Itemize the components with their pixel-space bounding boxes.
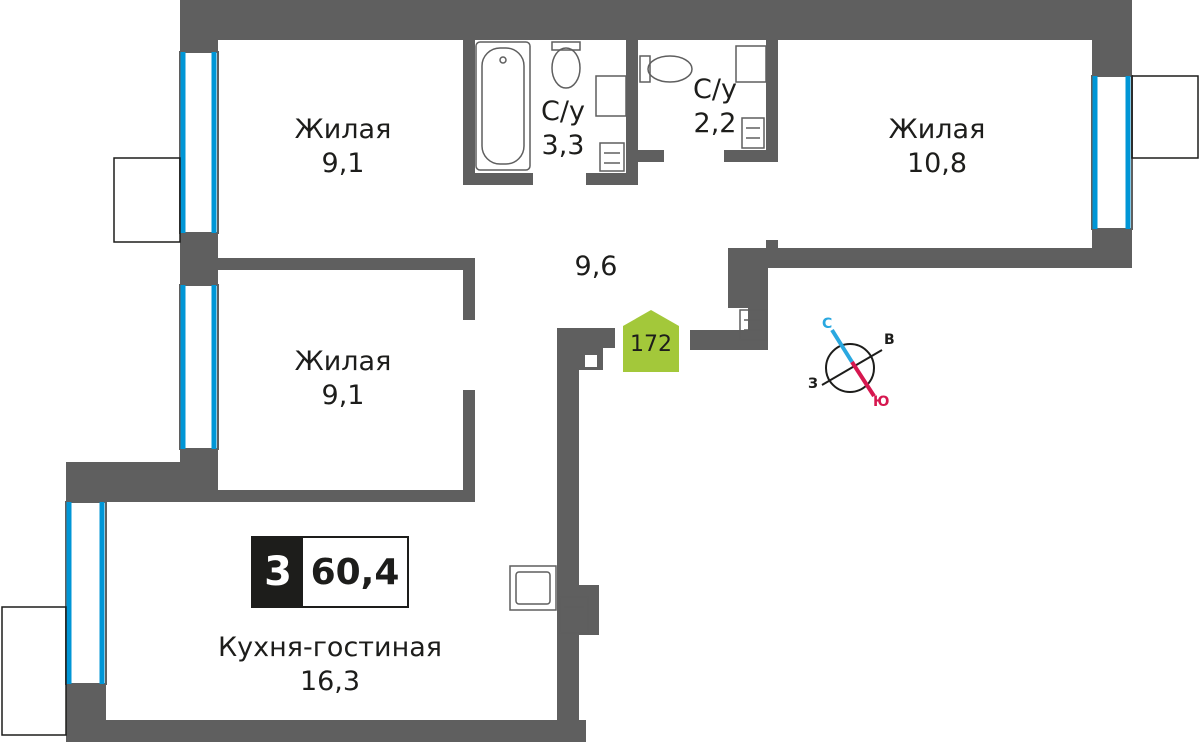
house-icon (623, 310, 679, 372)
room-name: Жилая (294, 114, 392, 145)
room-label-kitchen-living: Кухня-гостиная 16,3 (218, 631, 442, 699)
compass-south: Ю (873, 394, 890, 410)
room-label-bathroom-2: С/у 2,2 (693, 73, 737, 141)
apartment-summary-badge: 3 60,4 (251, 536, 409, 608)
room-area: 16,3 (299, 666, 361, 697)
room-label-hallway: 9,6 (575, 250, 618, 284)
apartment-number-marker: 172 (623, 310, 679, 372)
compass-west: З (808, 376, 818, 392)
apartment-number: 172 (630, 332, 672, 357)
room-name: С/у (541, 96, 585, 127)
room-label-bedroom-2: Жилая 10,8 (889, 113, 986, 181)
room-label-bedroom-3: Жилая 9,1 (295, 345, 392, 413)
total-area: 60,4 (303, 538, 407, 606)
room-area: 3,3 (541, 130, 585, 161)
room-area: 9,6 (574, 251, 618, 282)
windows (65, 51, 1133, 685)
walls (66, 0, 1132, 742)
room-area: 9,1 (321, 380, 365, 411)
room-label-bedroom-1: Жилая 9,1 (295, 113, 392, 181)
compass (821, 328, 883, 398)
balconies (1, 75, 1199, 736)
room-count: 3 (253, 538, 303, 606)
room-name: Жилая (294, 346, 392, 377)
wall-inner-cutouts (585, 355, 597, 367)
room-name: С/у (693, 74, 737, 105)
fixtures (475, 41, 767, 634)
room-label-bathroom-1: С/у 3,3 (541, 95, 585, 163)
room-name: Кухня-гостиная (217, 632, 443, 663)
room-name: Жилая (888, 114, 986, 145)
room-area: 9,1 (321, 148, 365, 179)
compass-east: В (884, 332, 895, 348)
compass-north: С (822, 316, 833, 332)
room-area: 2,2 (693, 108, 737, 139)
room-area: 10,8 (906, 148, 968, 179)
